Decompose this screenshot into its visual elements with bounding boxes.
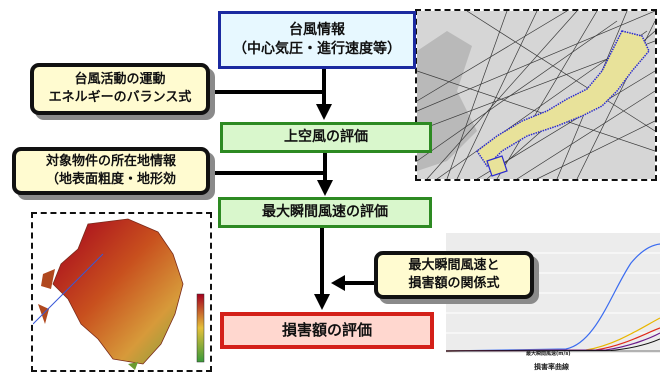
energy-balance-box: 台風活動の運動 エネルギーのバランス式 [30,63,210,115]
energy-balance-line2: エネルギーのバランス式 [48,90,192,105]
kyushu-wind-map [31,212,212,372]
property-location-line1: 対象物件の所在地情報 [45,154,176,170]
upper-wind-eval-label: 上空風の評価 [284,129,368,146]
damage-eval-label: 損害額の評価 [281,321,372,340]
gust-damage-relation-line2: 損害額の関係式 [408,276,500,291]
typhoon-info-box: 台風情報 （中心気圧・進行速度等） [218,11,416,69]
chart-caption: 損害率曲線 [534,363,569,371]
typhoon-track-map [415,9,657,181]
gust-damage-relation-box: 最大瞬間風速と 損害額の関係式 [374,251,534,299]
typhoon-info-detail: （中心気圧・進行速度等） [233,41,401,57]
max-gust-eval-box: 最大瞬間風速の評価 [218,197,432,228]
energy-balance-line1: 台風活動の運動 [74,72,166,88]
upper-wind-eval-box: 上空風の評価 [220,122,432,153]
chart-x-axis-label: 最大瞬間風速(m/s) [526,351,571,357]
property-location-box: 対象物件の所在地情報 （地表面粗度・地形効 [12,147,210,195]
property-location-line2: （地表面粗度・地形効 [45,172,176,187]
damage-eval-box: 損害額の評価 [220,312,434,349]
typhoon-info-title: 台風情報 [289,22,345,39]
max-gust-eval-label: 最大瞬間風速の評価 [262,204,388,221]
japan-map-image [417,11,655,179]
kyushu-map-image [33,218,205,370]
gust-damage-relation-line1: 最大瞬間風速と [408,258,500,274]
